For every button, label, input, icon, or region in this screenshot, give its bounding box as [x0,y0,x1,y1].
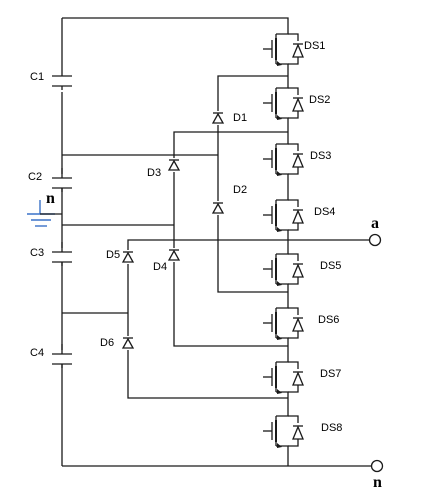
diode-3: D3 [147,158,181,179]
capacitor-3: C3 [30,242,72,266]
output-terminal-label: a [371,215,379,232]
switch-label: DS3 [310,150,331,162]
capacitor-1: C1 [30,66,72,90]
capacitor-2: C2 [28,168,72,192]
diode-1: D1 [211,111,247,125]
diode-label: D3 [147,167,161,179]
capacitor-label: C3 [30,247,44,259]
switch-4: DS4 [263,194,335,236]
neutral-node-label: n [46,190,55,207]
switch-label: DS4 [314,206,335,218]
switch-5: DS5 [263,248,341,290]
capacitor-label: C1 [30,71,44,83]
switch-label: DS6 [318,314,339,326]
switch-label: DS1 [304,40,325,52]
switch-7: DS7 [263,356,341,398]
diode-label: D1 [233,112,247,124]
neutral-terminal-label: n [373,474,382,491]
diode-6: D6 [100,336,135,350]
diode-5: D5 [106,249,135,264]
wiring [61,17,372,467]
capacitor-label: C4 [30,347,44,359]
diode-label: D4 [153,261,167,273]
switch-3: DS3 [263,138,331,180]
neutral-terminal-n [370,459,384,473]
switch-2: DS2 [263,82,330,124]
capacitor-label: C2 [28,171,42,183]
switch-8: DS8 [263,410,342,452]
switch-6: DS6 [263,302,339,344]
switch-label: DS7 [320,368,341,380]
switch-label: DS5 [320,260,341,272]
switch-label: DS2 [309,94,330,106]
diode-label: D2 [233,184,247,196]
capacitor-4: C4 [30,344,72,368]
output-terminal-a [368,233,382,247]
ground-icon [27,200,62,227]
diode-label: D5 [106,249,120,261]
diode-2: D2 [211,184,247,215]
diode-4: D4 [153,248,181,273]
switch-label: DS8 [321,422,342,434]
switch-1: DS1 [263,28,325,70]
diode-label: D6 [100,337,114,349]
